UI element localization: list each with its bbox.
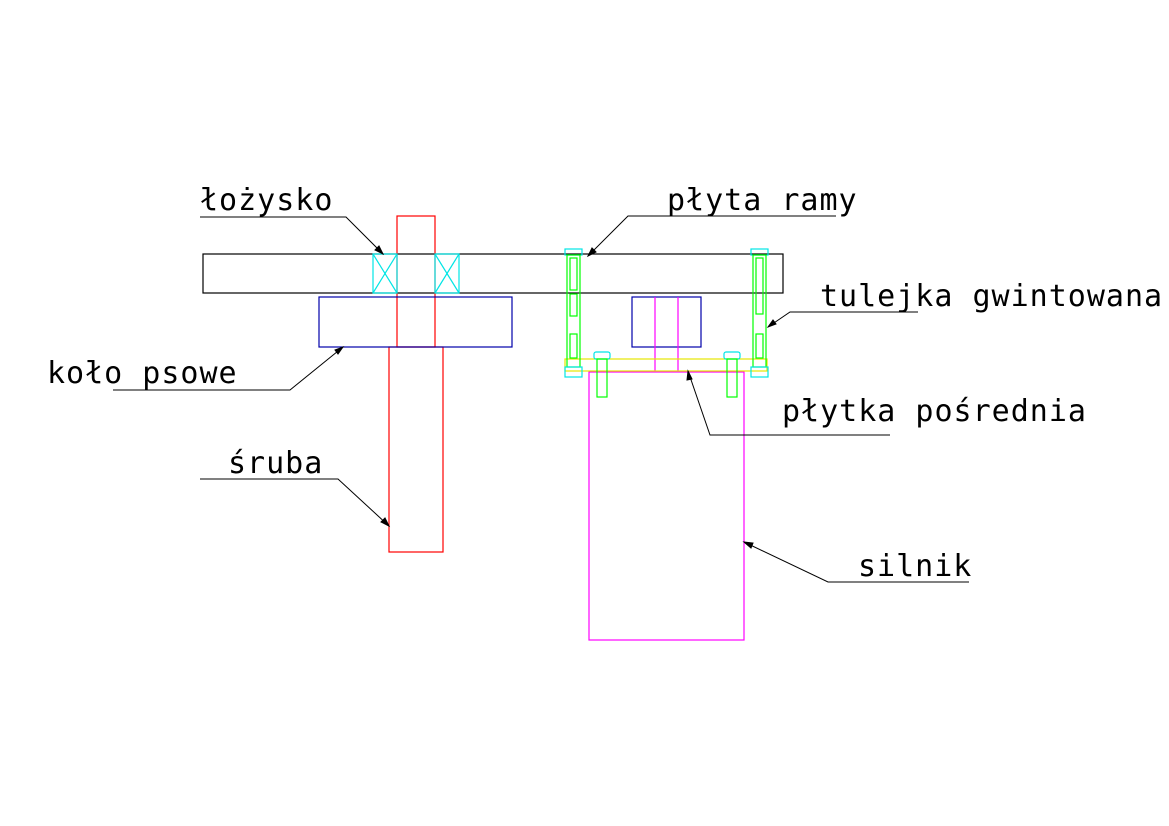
intermediate-plate	[564, 358, 768, 372]
threaded-sleeve-right	[750, 248, 769, 378]
motor-body	[588, 371, 745, 641]
sprocket-wheel	[318, 296, 513, 348]
frame-plate	[202, 253, 784, 294]
screw-left	[593, 351, 611, 398]
threaded-sleeve-left	[564, 248, 583, 378]
screw-right	[723, 351, 741, 398]
label-bolt: śruba	[228, 446, 323, 481]
leader-lines	[113, 215, 969, 583]
bearing-left	[372, 253, 398, 294]
label-bearing: łożysko	[200, 183, 333, 218]
bearing-right	[434, 253, 460, 294]
label-threaded-sleeve: tulejka gwintowana	[820, 279, 1163, 314]
label-motor: silnik	[858, 549, 972, 584]
label-sprocket: koło psowe	[47, 356, 238, 391]
label-intermediate-plate: płytka pośrednia	[782, 394, 1087, 429]
label-frame-plate: płyta ramy	[667, 183, 858, 218]
